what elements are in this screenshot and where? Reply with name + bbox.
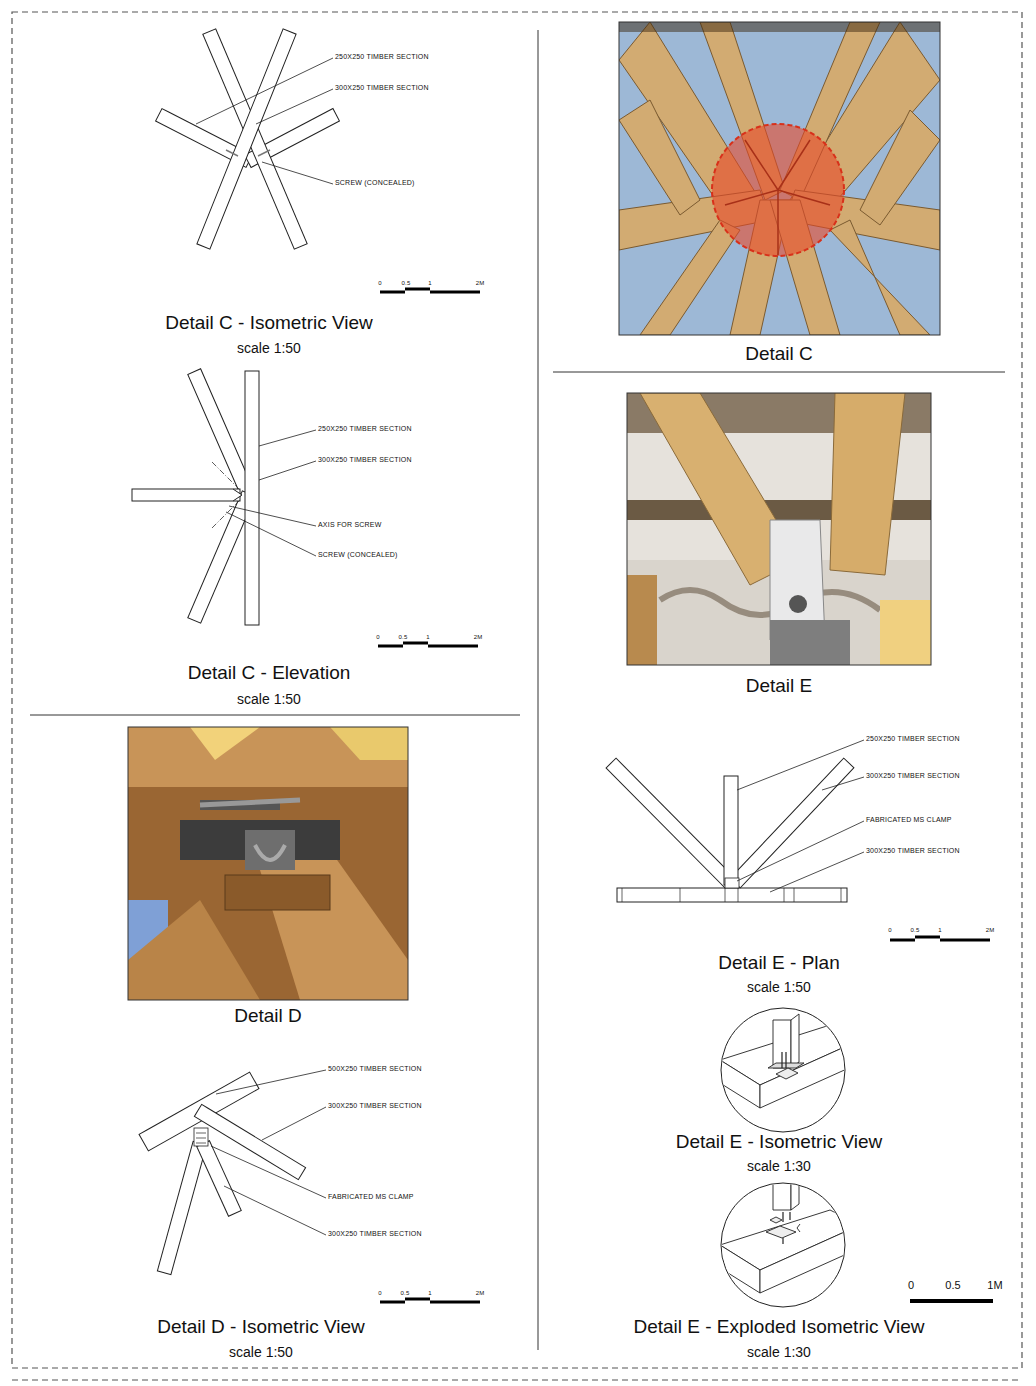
photo-caption: Detail C: [745, 343, 813, 365]
callout-label: 300X250 TIMBER SECTION: [335, 84, 429, 92]
scale-number: 0.5: [945, 1279, 960, 1292]
callout-label: 300X250 TIMBER SECTION: [318, 456, 412, 464]
scale-number: 0: [888, 927, 892, 934]
divider: [30, 715, 520, 716]
photo-detail-d: [128, 727, 408, 1000]
view-title: Detail D - Isometric View: [157, 1316, 365, 1338]
scale-note: scale 1:50: [229, 1344, 293, 1360]
timber-drawing: [616, 740, 990, 940]
view-title: Detail C - Isometric View: [165, 312, 373, 334]
connection-exploded: [720, 1174, 860, 1307]
scale-note: scale 1:50: [747, 979, 811, 995]
callout-label: 250X250 TIMBER SECTION: [335, 53, 429, 61]
sheet-border: [12, 12, 1022, 1368]
photo-caption: Detail E: [746, 675, 813, 697]
timber-drawing: [138, 378, 478, 646]
scale-number: 0.5: [401, 1290, 410, 1297]
connection-isometric: [720, 1008, 860, 1132]
scale-number: 2M: [474, 634, 483, 641]
scale-number: 2M: [476, 1290, 485, 1297]
scale-number: 1: [938, 927, 942, 934]
scale-note: scale 1:50: [237, 691, 301, 707]
callout-label: 300X250 TIMBER SECTION: [866, 847, 960, 855]
callout-label: FABRICATED MS CLAMP: [866, 816, 952, 824]
scale-number: 0: [376, 634, 380, 641]
callout-label: 300X250 TIMBER SECTION: [328, 1230, 422, 1238]
view-title: Detail C - Elevation: [188, 662, 351, 684]
scale-number: 2M: [986, 927, 995, 934]
callout-label: 250X250 TIMBER SECTION: [866, 735, 960, 743]
photo-detail-c: [619, 22, 940, 335]
scale-note: scale 1:30: [747, 1158, 811, 1174]
scale-number: 2M: [476, 280, 485, 287]
divider: [553, 372, 1005, 373]
callout-label: 300X250 TIMBER SECTION: [866, 772, 960, 780]
scale-note: scale 1:50: [237, 340, 301, 356]
callout-label: 500X250 TIMBER SECTION: [328, 1065, 422, 1073]
photo-detail-e: [627, 393, 931, 665]
callout-label: FABRICATED MS CLAMP: [328, 1193, 414, 1201]
photo-caption: Detail D: [234, 1005, 302, 1027]
scale-number: 0.5: [402, 280, 411, 287]
view-title: Detail E - Exploded Isometric View: [633, 1316, 924, 1338]
callout-label: SCREW (CONCEALED): [318, 551, 398, 559]
scale-number: 1: [428, 1290, 432, 1297]
scale-number: 0: [378, 1290, 382, 1297]
view-title: Detail E - Isometric View: [676, 1131, 883, 1153]
timber-drawing: [165, 38, 480, 292]
scale-number: 0: [908, 1279, 914, 1292]
timber-drawing: [152, 1070, 480, 1302]
callout-label: 250X250 TIMBER SECTION: [318, 425, 412, 433]
sheet-border: [12, 1379, 1022, 1380]
scale-number: 0: [378, 280, 382, 287]
scale-number: 0.5: [399, 634, 408, 641]
scale-number: 1: [428, 280, 432, 287]
callout-label: AXIS FOR SCREW: [318, 521, 381, 529]
callout-label: 300X250 TIMBER SECTION: [328, 1102, 422, 1110]
scale-number: 0.5: [911, 927, 920, 934]
scale-number: 1: [426, 634, 430, 641]
scale-note: scale 1:30: [747, 1344, 811, 1360]
view-title: Detail E - Plan: [718, 952, 839, 974]
callout-label: SCREW (CONCEALED): [335, 179, 415, 187]
scale-number: 1M: [987, 1279, 1002, 1292]
divider: [538, 30, 539, 1350]
